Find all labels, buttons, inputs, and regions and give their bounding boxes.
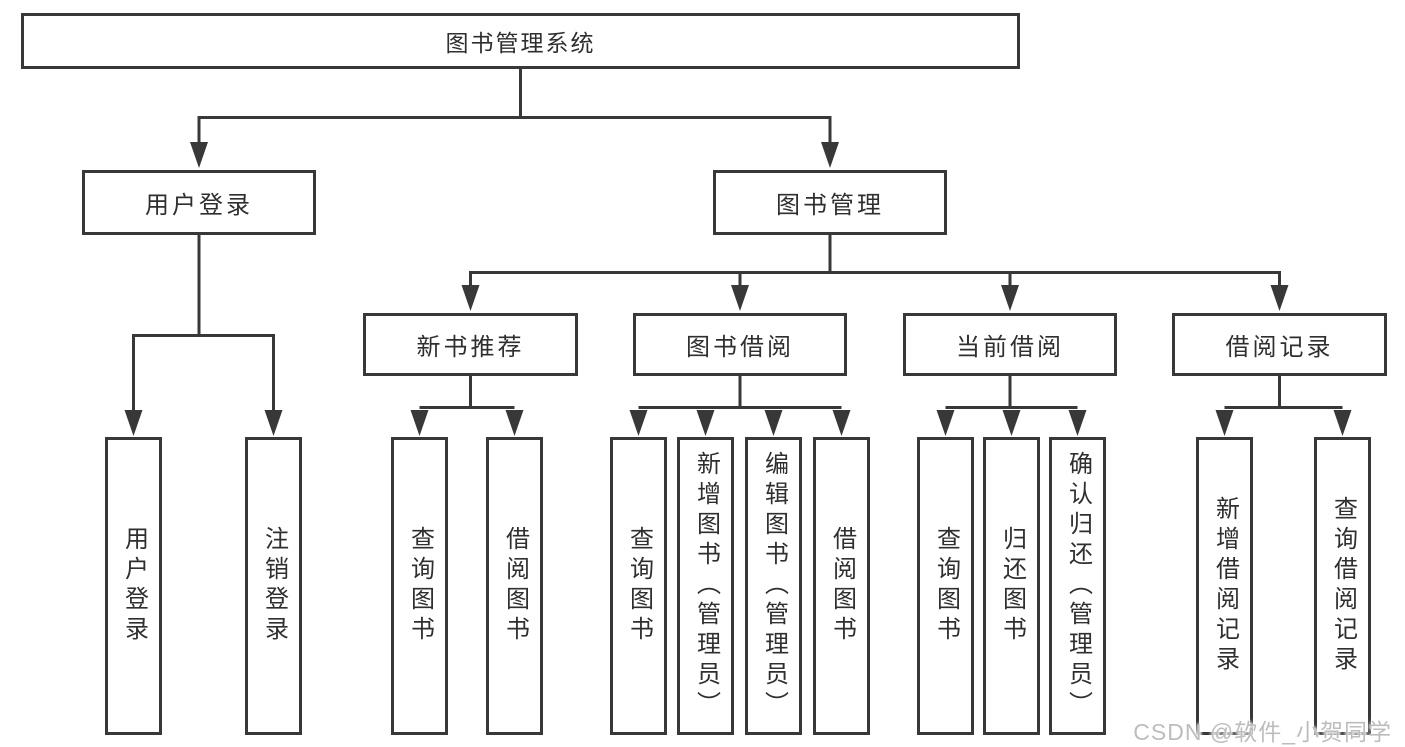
- node-user-login: 用户登录: [82, 170, 316, 235]
- arrow-down-icon: [1002, 410, 1021, 436]
- arrow-down-icon: [821, 142, 839, 168]
- leaf-current-query-books: 查询图书: [917, 437, 974, 735]
- leaf-label: 确认归还（管理员）: [1064, 451, 1092, 721]
- arrow-down-icon: [1333, 410, 1352, 436]
- arrow-down-icon: [1215, 410, 1234, 436]
- leaf-label: 归还图书: [998, 526, 1026, 646]
- arrow-down-icon: [629, 410, 648, 436]
- connector-bookborrow-split: [638, 376, 842, 409]
- leaf-borrow-edit-books-admin: 编辑图书（管理员）: [745, 437, 802, 735]
- csdn-watermark: CSDN @软件_小贺同学: [1133, 719, 1392, 745]
- arrow-down-icon: [410, 410, 429, 436]
- leaf-newbook-query-books: 查询图书: [391, 437, 448, 735]
- leaf-label: 查询图书: [932, 526, 960, 646]
- node-book-borrow: 图书借阅: [633, 313, 847, 376]
- leaf-user-login: 用户登录: [105, 437, 162, 735]
- node-book-management: 图书管理: [713, 170, 947, 235]
- arrow-down-icon: [1001, 285, 1019, 311]
- arrowheads: [124, 142, 1352, 436]
- connector-newbook-split: [419, 376, 515, 409]
- leaf-label: 借阅图书: [501, 526, 529, 646]
- arrow-down-icon: [190, 142, 208, 168]
- leaf-borrow-add-books-admin: 新增图书（管理员）: [677, 437, 734, 735]
- leaf-newbook-borrow-books: 借阅图书: [486, 437, 543, 735]
- leaf-current-confirm-return-admin: 确认归还（管理员）: [1049, 437, 1106, 735]
- arrow-down-icon: [505, 410, 524, 436]
- connector-bookmgmt-split: [469, 271, 1281, 289]
- connector-borrowrecord-split: [1224, 376, 1343, 409]
- leaf-label: 用户登录: [120, 526, 148, 646]
- leaf-label: 新增借阅记录: [1211, 496, 1239, 676]
- leaf-label: 查询借阅记录: [1329, 496, 1357, 676]
- leaf-label: 借阅图书: [828, 526, 856, 646]
- node-current-borrow: 当前借阅: [903, 313, 1117, 376]
- leaf-label: 编辑图书（管理员）: [760, 451, 788, 721]
- node-library-system: 图书管理系统: [21, 13, 1020, 69]
- arrow-down-icon: [1068, 410, 1087, 436]
- leaf-logout: 注销登录: [245, 437, 302, 735]
- leaf-label: 注销登录: [260, 526, 288, 646]
- arrow-down-icon: [264, 410, 283, 436]
- connector-root-split: [197, 116, 832, 145]
- connector-userlogin-split: [132, 334, 275, 413]
- connector-currentborrow-split: [945, 376, 1078, 409]
- leaf-borrow-borrow-books: 借阅图书: [813, 437, 870, 735]
- arrow-down-icon: [461, 285, 480, 311]
- arrow-down-icon: [1270, 285, 1289, 311]
- leaf-current-return-books: 归还图书: [983, 437, 1040, 735]
- leaf-borrow-query-books: 查询图书: [610, 437, 667, 735]
- arrow-down-icon: [124, 410, 143, 436]
- leaf-label: 新增图书（管理员）: [692, 451, 720, 721]
- arrow-down-icon: [764, 410, 783, 436]
- node-borrow-record: 借阅记录: [1172, 313, 1387, 376]
- leaf-label: 查询图书: [406, 526, 434, 646]
- arrow-down-icon: [731, 285, 749, 311]
- leaf-record-add-record: 新增借阅记录: [1196, 437, 1253, 735]
- leaf-record-query-record: 查询借阅记录: [1314, 437, 1371, 735]
- arrow-down-icon: [832, 410, 851, 436]
- leaf-label: 查询图书: [625, 526, 653, 646]
- arrow-down-icon: [936, 410, 955, 436]
- arrow-down-icon: [696, 410, 715, 436]
- node-new-book-recommend: 新书推荐: [363, 313, 578, 376]
